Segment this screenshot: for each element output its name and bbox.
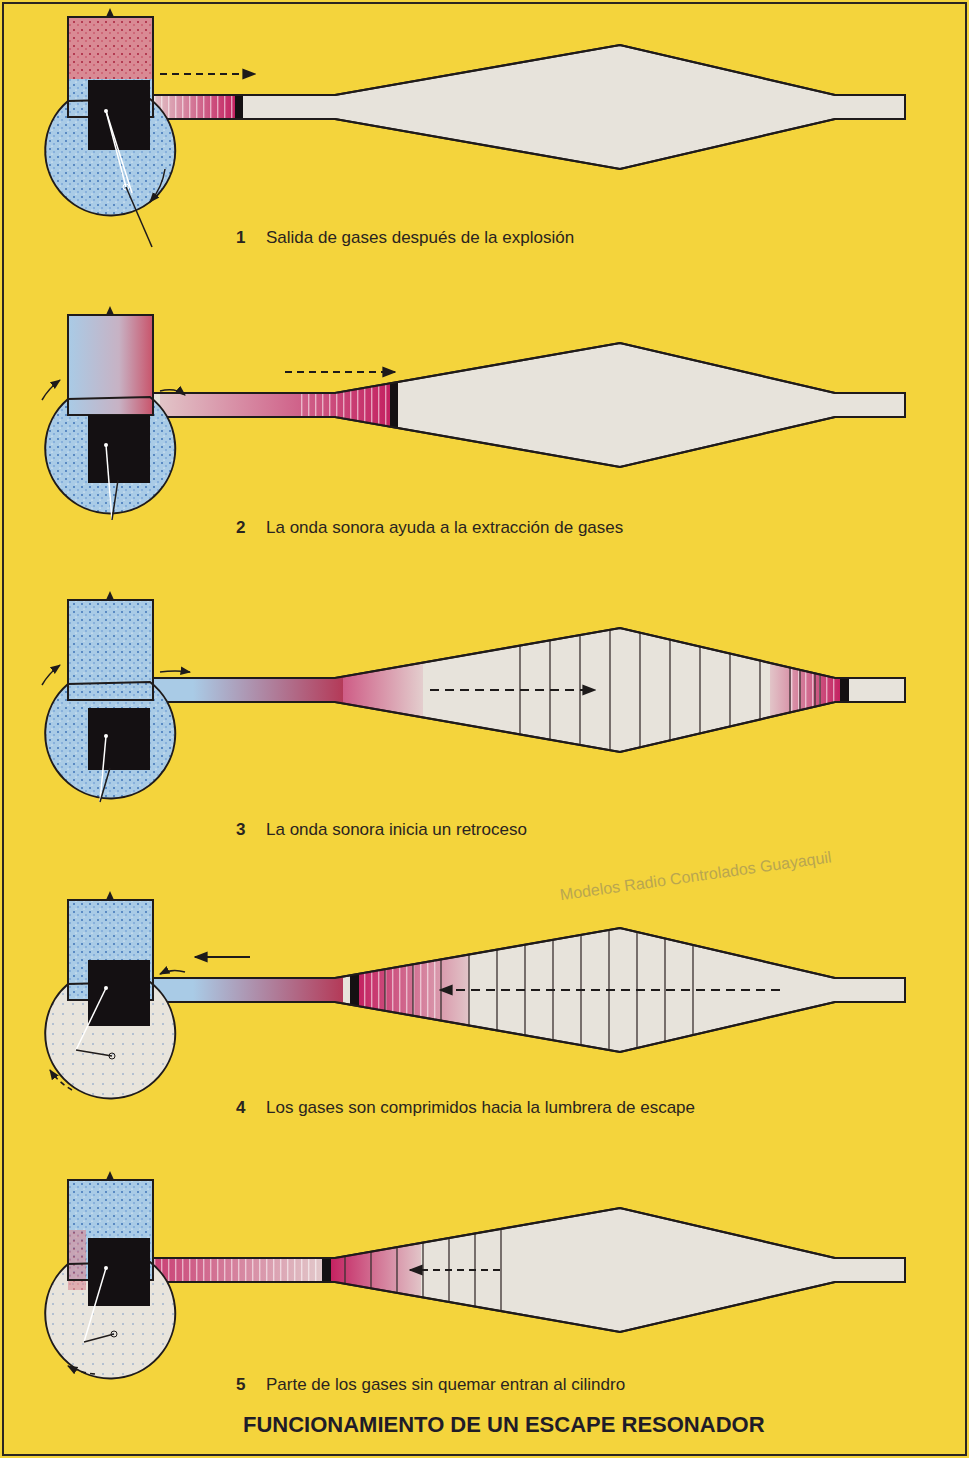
wavefront <box>789 668 790 713</box>
step-caption: La onda sonora inicia un retroceso <box>266 820 527 840</box>
step-caption: La onda sonora ayuda a la extracción de … <box>266 518 623 538</box>
wavefront <box>759 661 760 720</box>
step-caption: Salida de gases después de la explosión <box>266 228 574 248</box>
wavefront <box>496 950 497 1031</box>
wavefront <box>799 670 800 710</box>
wavefront <box>344 1256 345 1284</box>
wavefront <box>814 673 815 706</box>
frame <box>3 3 966 1455</box>
wavefront <box>468 954 469 1025</box>
panel-4 <box>45 891 905 1098</box>
step-caption: Los gases son comprimidos hacia la lumbr… <box>266 1098 695 1118</box>
wavefront <box>664 938 665 1041</box>
panel-1 <box>45 8 905 247</box>
callout-number: 4 <box>236 1098 245 1118</box>
callout-number: 3 <box>236 820 245 840</box>
wavefront <box>396 1247 397 1293</box>
wavefront <box>729 654 730 727</box>
diagram-title: FUNCIONAMIENTO DE UN ESCAPE RESONADOR <box>243 1412 765 1438</box>
wavefront <box>669 640 670 741</box>
step-caption: Parte de los gases sin quemar entran al … <box>266 1375 625 1395</box>
panel-2 <box>42 306 905 520</box>
callout-number: 1 <box>236 228 245 248</box>
wavefront <box>500 1229 501 1311</box>
wavefront <box>692 945 693 1035</box>
wavefront <box>384 969 385 1011</box>
callout-number: 2 <box>236 518 245 538</box>
wavefront <box>819 675 820 706</box>
panel-3 <box>42 591 905 802</box>
wavefront <box>412 964 413 1015</box>
wavefront <box>370 1252 371 1289</box>
wavefront <box>609 630 610 750</box>
wavefront <box>639 633 640 748</box>
panel-5 <box>45 1171 905 1378</box>
wavefront <box>699 647 700 734</box>
callout-number: 5 <box>236 1375 245 1395</box>
watermark: Modelos Radio Controlados Guayaquil <box>559 847 833 904</box>
